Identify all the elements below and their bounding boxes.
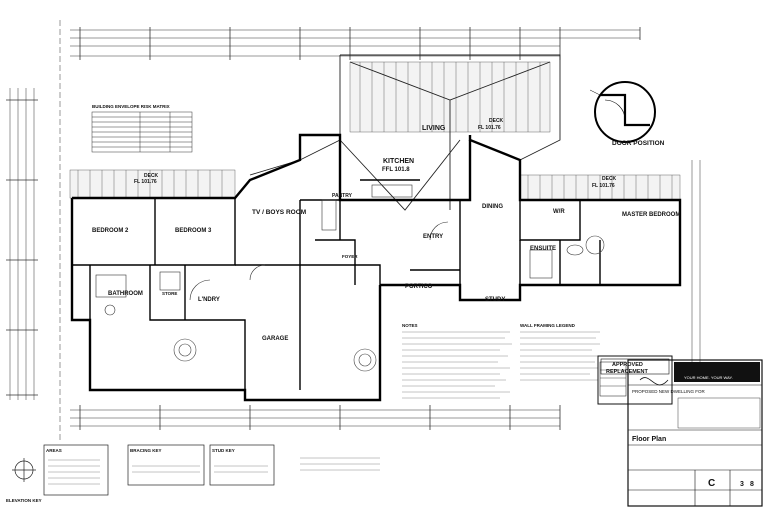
door-position-detail [589, 81, 656, 143]
room-deck-left-fl: FL 101.76 [134, 179, 157, 185]
stamp-line1: APPROVED [612, 362, 643, 368]
room-tv: TV / BOYS ROOM [252, 209, 306, 216]
room-entry: ENTRY [423, 234, 443, 240]
wall-legend-title: WALL FRAMING LEGEND [520, 323, 576, 328]
room-deck-left: DECK [144, 173, 159, 179]
room-portico: PORTICO [405, 284, 433, 290]
room-ensuite: ENSUITE [530, 246, 556, 252]
room-living: LIVING [422, 125, 446, 132]
room-store: STORE [162, 291, 177, 296]
drawing-title: Floor Plan [632, 436, 666, 443]
room-laundry: L'NDRY [198, 297, 220, 303]
stamp-line2: REPLACEMENT [606, 369, 649, 375]
room-dining: DINING [482, 204, 503, 210]
room-labels: LIVING KITCHEN FFL 101.8 DECK FL 101.76 … [92, 118, 680, 342]
door-position-label: DOOR POSITION [612, 140, 665, 147]
fixtures [95, 184, 584, 316]
dimension-lines [6, 20, 701, 440]
sheet-of: 8 [750, 481, 754, 488]
legend-boxes [12, 444, 275, 496]
room-garage: GARAGE [262, 336, 288, 342]
room-deck-top: DECK [489, 118, 504, 124]
room-wir: W/R [553, 209, 565, 215]
exterior-walls [70, 133, 682, 402]
room-study: STUDY [485, 297, 505, 303]
room-kitchen: KITCHEN [383, 158, 414, 165]
elevation-key-label: ELEVATION KEY [6, 498, 42, 503]
risk-matrix [91, 111, 193, 153]
bracing-key-label: BRACING KEY [130, 448, 162, 453]
room-kitchen-ffl: FFL 101.8 [382, 167, 410, 173]
title-block [599, 359, 763, 507]
revision: C [708, 478, 715, 489]
room-pantry: PANTRY [332, 193, 353, 199]
risk-matrix-title: BUILDING ENVELOPE RISK MATRIX [92, 104, 170, 109]
room-bedroom3: BEDROOM 3 [175, 228, 212, 234]
project-title: PROPOSED NEW DWELLING FOR [632, 389, 706, 394]
areas-label: AREAS [46, 448, 62, 453]
stud-key-label: STUD KEY [212, 448, 235, 453]
sheet-number: 3 [740, 481, 744, 488]
room-bathroom: BATHROOM [108, 291, 143, 297]
notes-title: NOTES [402, 323, 418, 328]
room-bedroom2: BEDROOM 2 [92, 228, 129, 234]
room-deck-right-fl: FL 101.76 [592, 183, 615, 189]
room-deck-right: DECK [602, 176, 617, 182]
room-deck-top-fl: FL 101.76 [478, 125, 501, 131]
garden-features [173, 235, 605, 372]
room-master: MASTER BEDROOM [622, 212, 680, 218]
room-foyer: FOYER [342, 254, 358, 259]
company-tagline: YOUR HOME. YOUR WAY. [684, 375, 733, 380]
notes-lines [48, 331, 600, 485]
